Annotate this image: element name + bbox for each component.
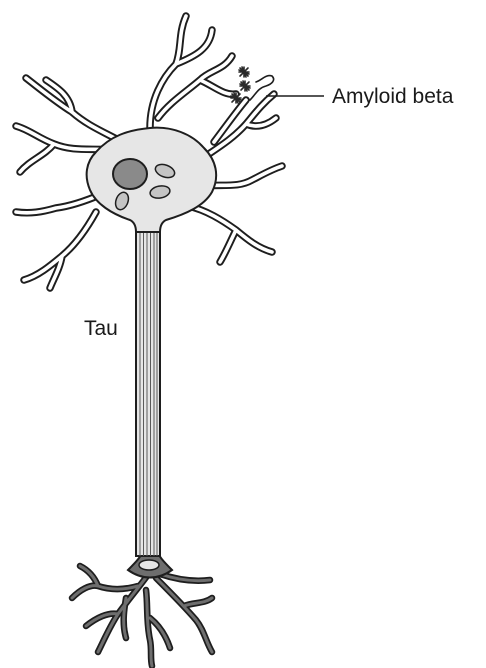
amyloid-beta-label: Amyloid beta [332, 85, 454, 108]
axon-terminals [72, 566, 212, 666]
cell-body [87, 128, 217, 232]
tau-label: Tau [84, 317, 118, 340]
nucleus [113, 159, 147, 189]
plaque-1 [239, 67, 249, 77]
plaque-3 [231, 93, 241, 103]
plaque-2 [240, 81, 250, 91]
terminal-bulb [139, 560, 159, 570]
